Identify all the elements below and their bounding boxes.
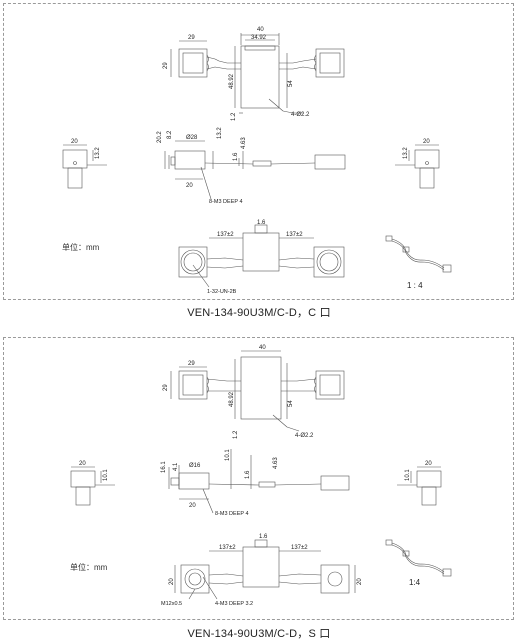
dim-side-left-height: 13.2 — [95, 147, 101, 159]
dim-body-height-left: 48.92 — [229, 73, 235, 89]
dim-side-right-width: 20 — [425, 461, 432, 467]
dim-body-height-left: 48.92 — [229, 391, 235, 407]
dim-top-width: 40 — [257, 27, 264, 33]
dim-front-a: 20.2 — [157, 131, 163, 143]
dim-bottom-left: 137±2 — [219, 545, 236, 551]
dim-cam-height: 29 — [163, 384, 169, 391]
top-body — [240, 45, 280, 109]
dim-side-left-height: 10.1 — [103, 469, 109, 481]
dim-lens-thread: M12x0.5 — [161, 601, 182, 607]
drawing-panel-c-mount — [3, 3, 514, 300]
dim-holes-front: 8-M3 DEEP 4 — [209, 199, 243, 205]
dim-front-width: 20 — [189, 503, 196, 509]
dim-holes-front: 8-M3 DEEP 4 — [215, 511, 249, 517]
dim-mount-thread: 1-32-UN-2B — [207, 289, 237, 295]
dim-bottom-top: 1.6 — [259, 534, 268, 540]
unit-label: 单位：mm — [70, 563, 108, 572]
dim-bottom-right: 137±2 — [291, 545, 308, 551]
dim-cam-width: 29 — [188, 361, 195, 367]
dim-front-diameter: Ø28 — [186, 135, 198, 141]
dim-body-height-right: 54 — [288, 80, 294, 87]
side-view-right — [397, 466, 442, 506]
dim-side-left-width: 20 — [71, 139, 78, 145]
dim-front-width: 20 — [186, 183, 193, 189]
dim-bottom-top: 1.6 — [257, 220, 266, 226]
dim-cam-width: 29 — [188, 35, 195, 41]
dim-holes-top: 4-Ø2.2 — [291, 112, 310, 118]
top-view — [170, 350, 345, 432]
dim-front-a: 16.1 — [161, 461, 167, 473]
bottom-view — [178, 224, 345, 288]
dim-cable-offset: 1.2 — [231, 112, 237, 121]
cable-assembly-icon — [385, 539, 452, 577]
dim-front-e: 1.6 — [245, 470, 251, 479]
dim-front-d: 4.63 — [241, 137, 247, 149]
dim-bottom-side-right: 20 — [357, 578, 363, 585]
drawing-s-mount: 40 29 29 48.92 54 1.2 4-Ø2.2 20 10.1 20 … — [70, 345, 452, 607]
dim-top-inner: 34.92 — [251, 35, 267, 41]
dim-front-c: 13.2 — [217, 127, 223, 139]
unit-label: 单位：mm — [62, 243, 100, 252]
caption-c-mount: VEN-134-90U3M/C-D，C 口 — [187, 307, 331, 319]
front-view — [164, 140, 346, 200]
dim-front-c: 10.1 — [225, 449, 231, 461]
dim-front-diameter: Ø16 — [189, 463, 201, 469]
dim-front-b: 4.1 — [173, 462, 179, 471]
dim-holes-top: 4-Ø2.2 — [295, 433, 314, 439]
dim-side-right-width: 20 — [423, 139, 430, 145]
side-view-right — [395, 144, 440, 189]
dim-bottom-side-left: 20 — [169, 578, 175, 585]
dim-holes-bottom: 4-M3 DEEP 3.2 — [215, 601, 253, 607]
drawing-c-mount: 40 34.92 29 29 48.92 54 1.2 4-Ø2.2 20 13… — [62, 27, 452, 295]
front-view — [168, 449, 350, 514]
caption-s-mount: VEN-134-90U3M/C-D，S 口 — [187, 628, 331, 640]
dim-body-height-right: 54 — [288, 400, 294, 407]
side-view-left — [62, 144, 107, 189]
dim-bottom-left: 137±2 — [217, 232, 234, 238]
dim-side-right-height: 10.1 — [405, 469, 411, 481]
drawing-panel-s-mount — [3, 337, 514, 620]
dim-top-width: 40 — [259, 345, 266, 351]
scale-ratio: 1:4 — [409, 578, 421, 587]
dim-front-e: 1.6 — [233, 152, 239, 161]
cable-assembly-icon — [385, 235, 452, 273]
dim-front-d: 4.63 — [273, 457, 279, 469]
dim-cam-height: 29 — [163, 62, 169, 69]
scale-ratio: 1 : 4 — [407, 281, 423, 290]
side-view-left — [70, 466, 115, 506]
bottom-view — [174, 539, 356, 600]
dim-side-right-height: 13.2 — [403, 147, 409, 159]
dim-cable-offset: 1.2 — [233, 430, 239, 439]
dim-bottom-right: 137±2 — [286, 232, 303, 238]
dim-side-left-width: 20 — [79, 461, 86, 467]
dim-front-b: 8.2 — [167, 130, 173, 139]
top-view — [170, 33, 345, 114]
